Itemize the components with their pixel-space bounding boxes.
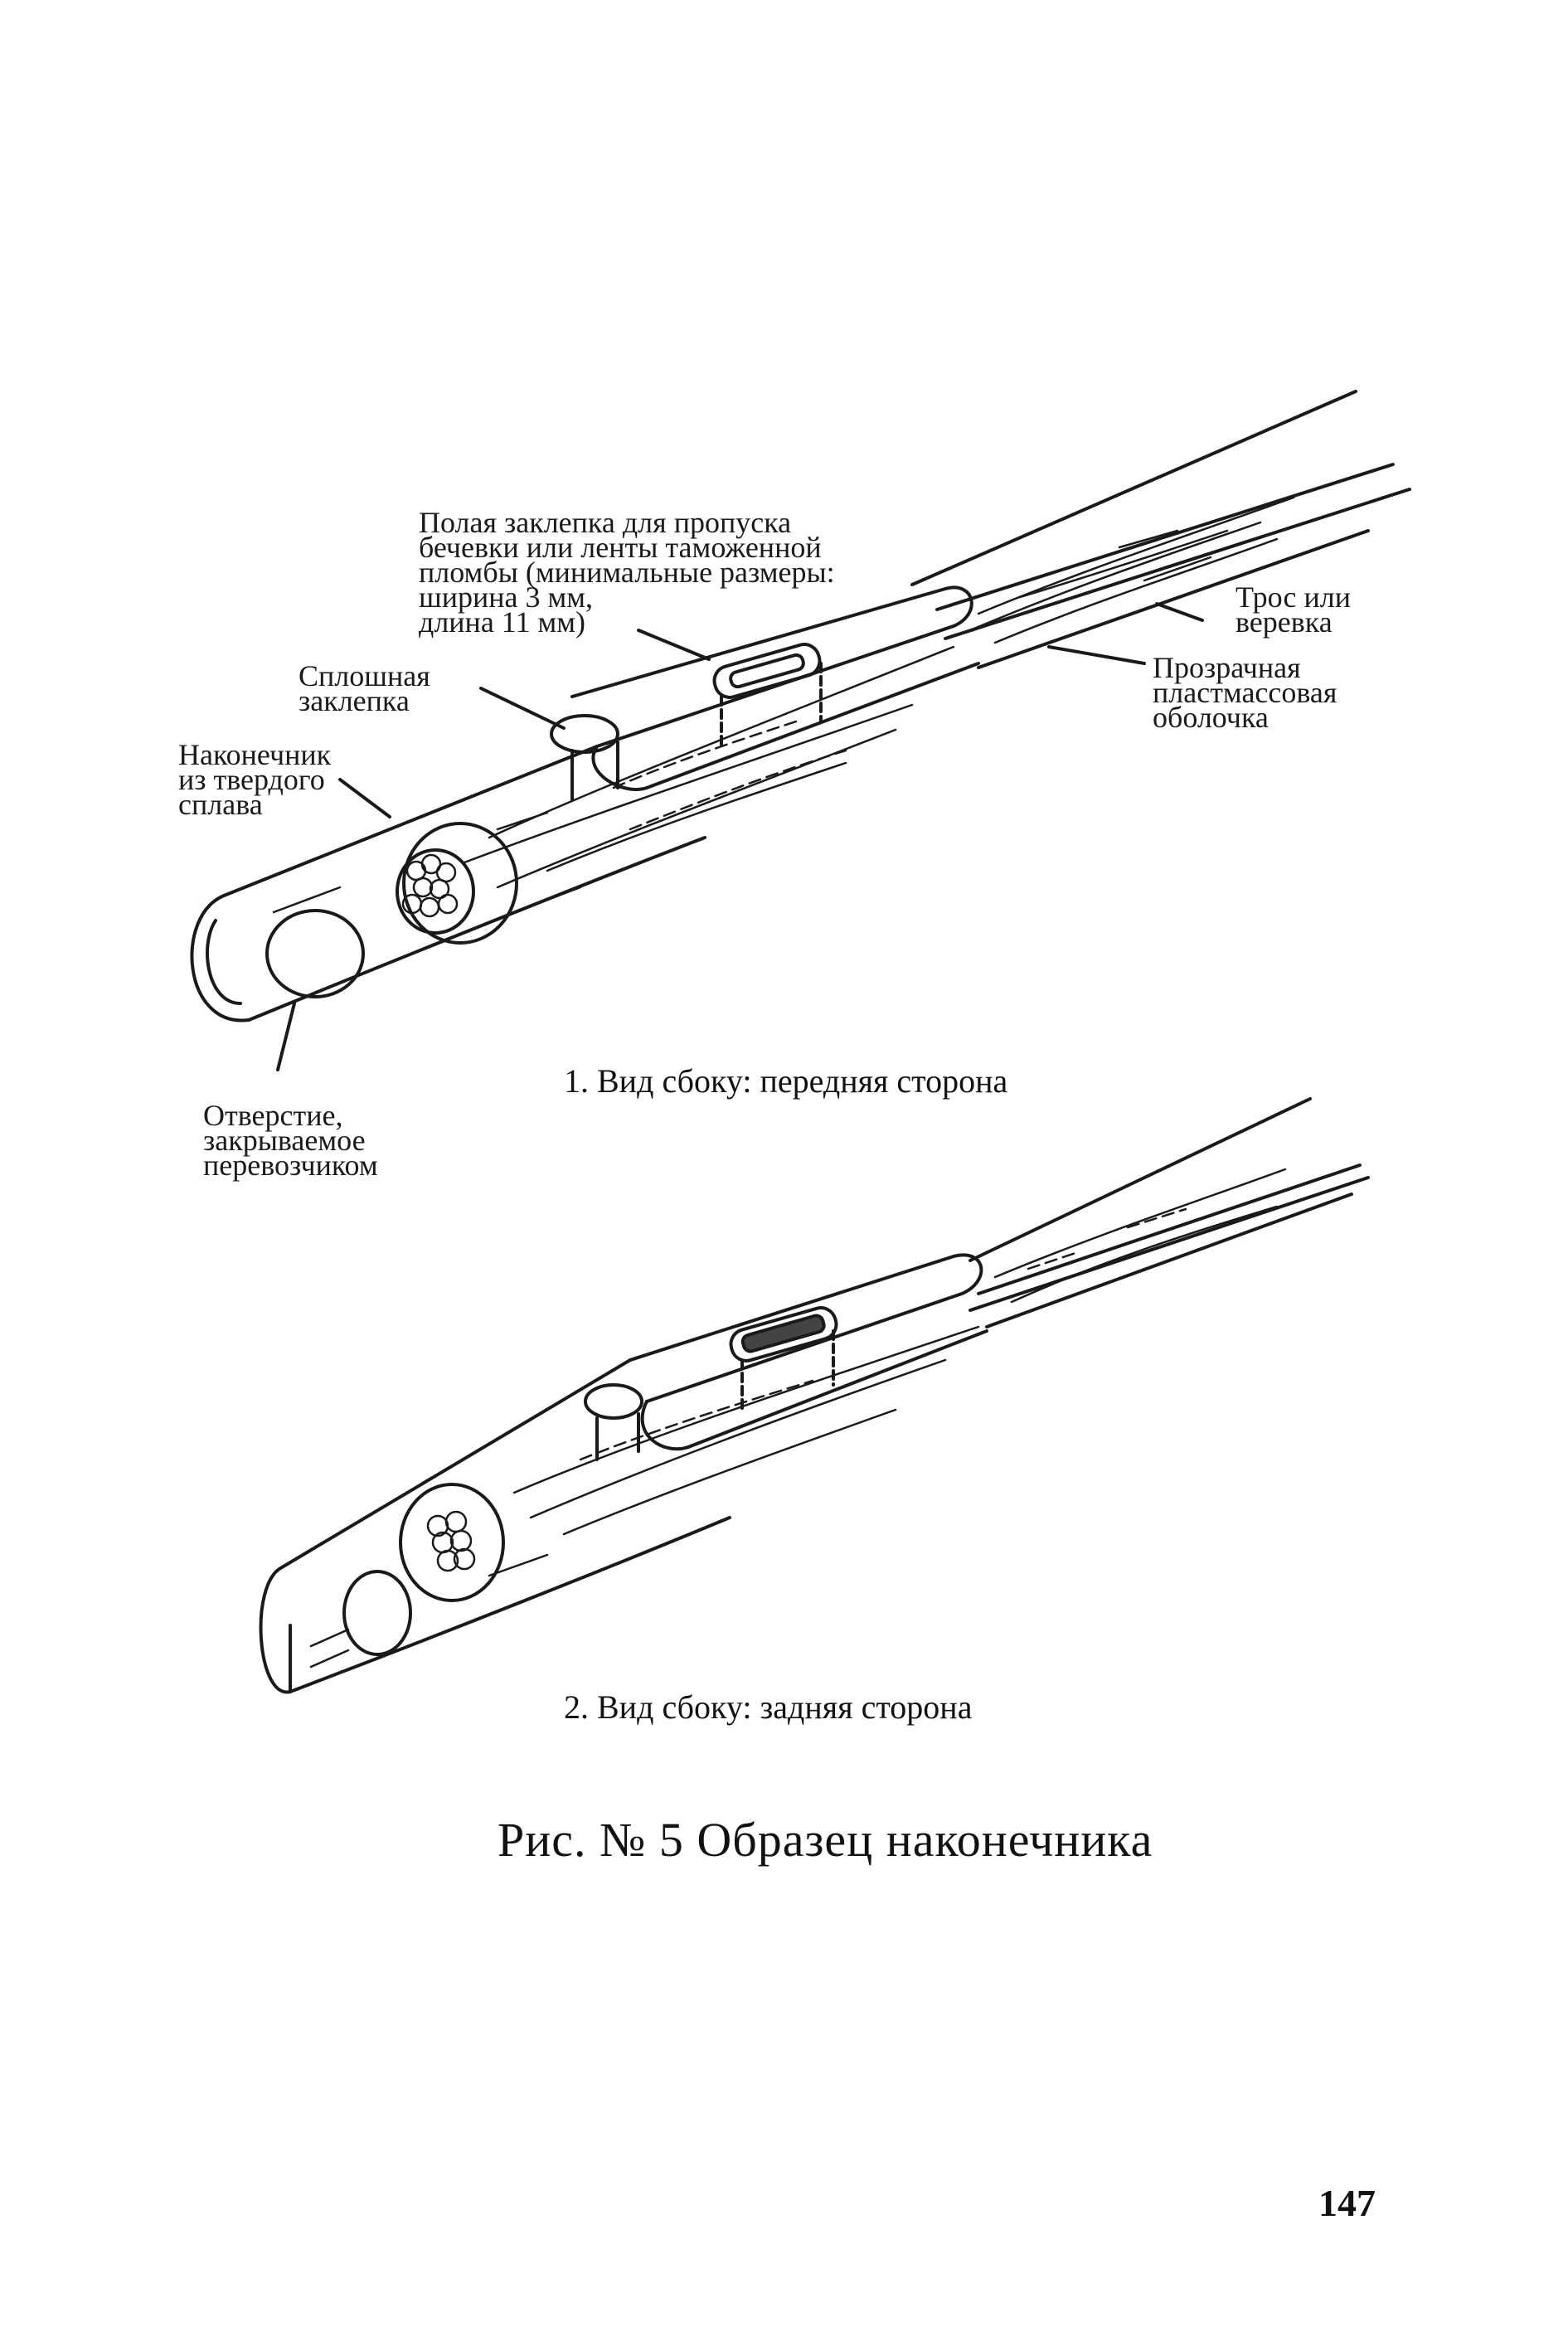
caption-view-2: 2. Вид сбоку: задняя сторона [564,1688,973,1726]
solid-rivet-label: Сплошная заклепка [299,659,430,717]
tip-front-view [190,390,1411,1071]
page-number: 147 [1318,2182,1376,2224]
tip-label: Наконечник из твердого сплава [178,738,332,821]
caption-view-1: 1. Вид сбоку: передняя сторона [564,1062,1008,1100]
tip-back-view [259,1097,1370,1694]
sheath-label: Прозрачная пластмассовая оболочка [1153,651,1337,734]
cable-label: Трос или веревка [1235,580,1351,639]
hollow-rivet-label: Полая заклепка для пропуска бечевки или … [419,506,835,639]
figure-title: Рис. № 5 Образец наконечника [498,1813,1153,1867]
hole-label: Отверстие, закрываемое перевозчиком [203,1099,378,1182]
